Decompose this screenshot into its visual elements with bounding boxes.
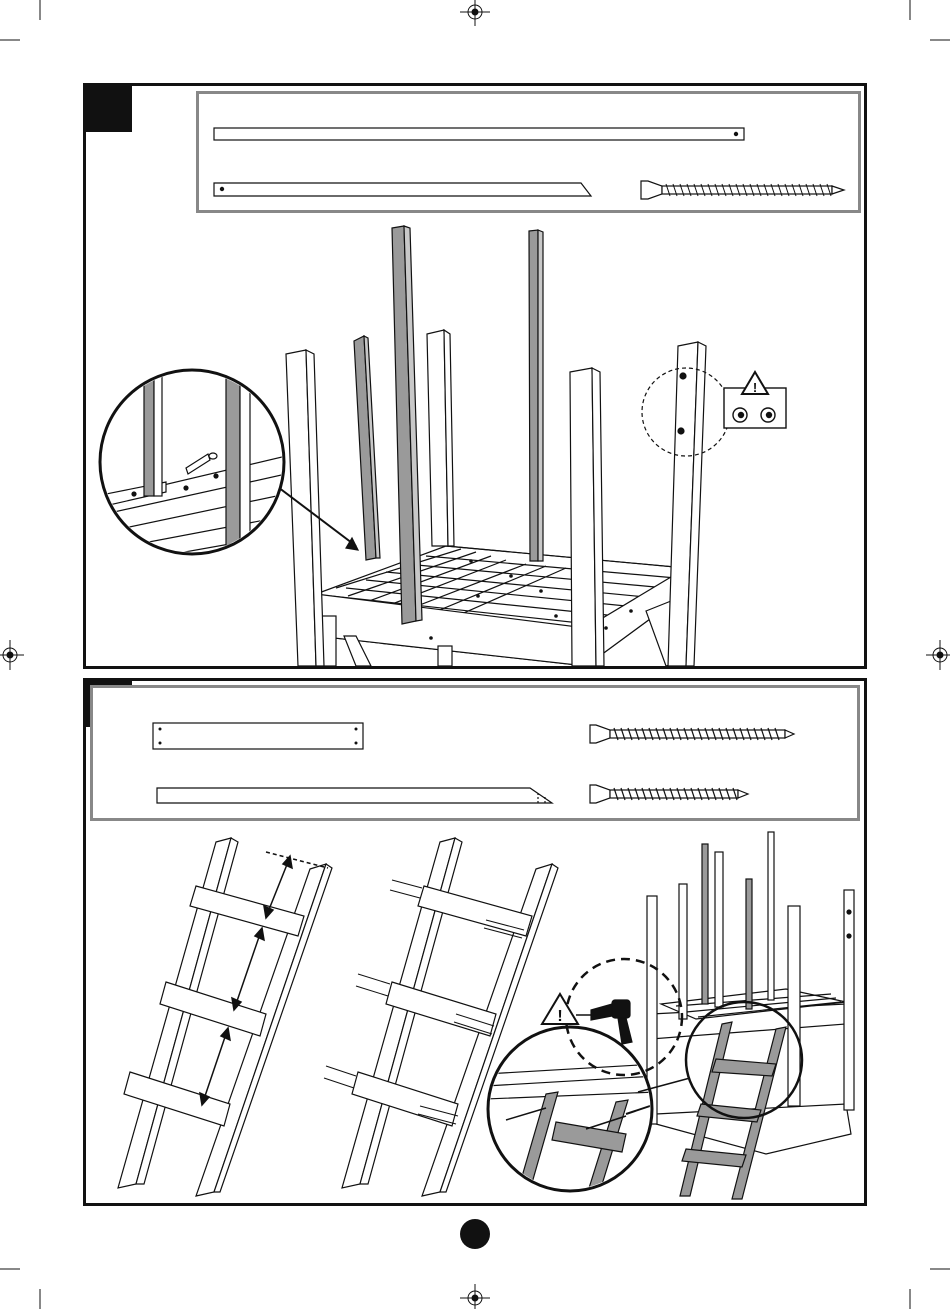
svg-text:!: !: [753, 380, 757, 395]
angled-board: [214, 183, 591, 196]
step1-parts: [196, 91, 861, 213]
page-number-badge: [460, 1219, 490, 1249]
playhouse-with-ladder: [647, 832, 854, 1199]
step1-illustration: [86, 216, 864, 666]
long-rail-board: [214, 128, 744, 140]
warning-triangle-icon: !: [542, 994, 578, 1025]
ladder-side-rail: [157, 788, 552, 803]
stained-upright-left: [354, 336, 380, 560]
stained-upright-right: [529, 230, 543, 561]
step2-illustration: !: [86, 824, 864, 1203]
wood-screw-short: [590, 785, 748, 803]
step2-parts: [90, 685, 860, 821]
ladder-spacing-diagram: [118, 838, 332, 1196]
step1-number-badge: [84, 84, 132, 132]
wood-screw-long: [590, 725, 794, 743]
post-back-middle: [427, 330, 454, 546]
platform-deck: [316, 546, 686, 666]
corner-post-right-front: [668, 342, 706, 666]
step1-caution: !: [720, 368, 790, 432]
wood-screw-long: [641, 181, 844, 199]
ladder-rung-board: [153, 723, 363, 749]
svg-text:!: !: [557, 1008, 562, 1025]
magnified-detail-left: [96, 370, 286, 566]
corner-post-middle-front: [570, 368, 604, 666]
